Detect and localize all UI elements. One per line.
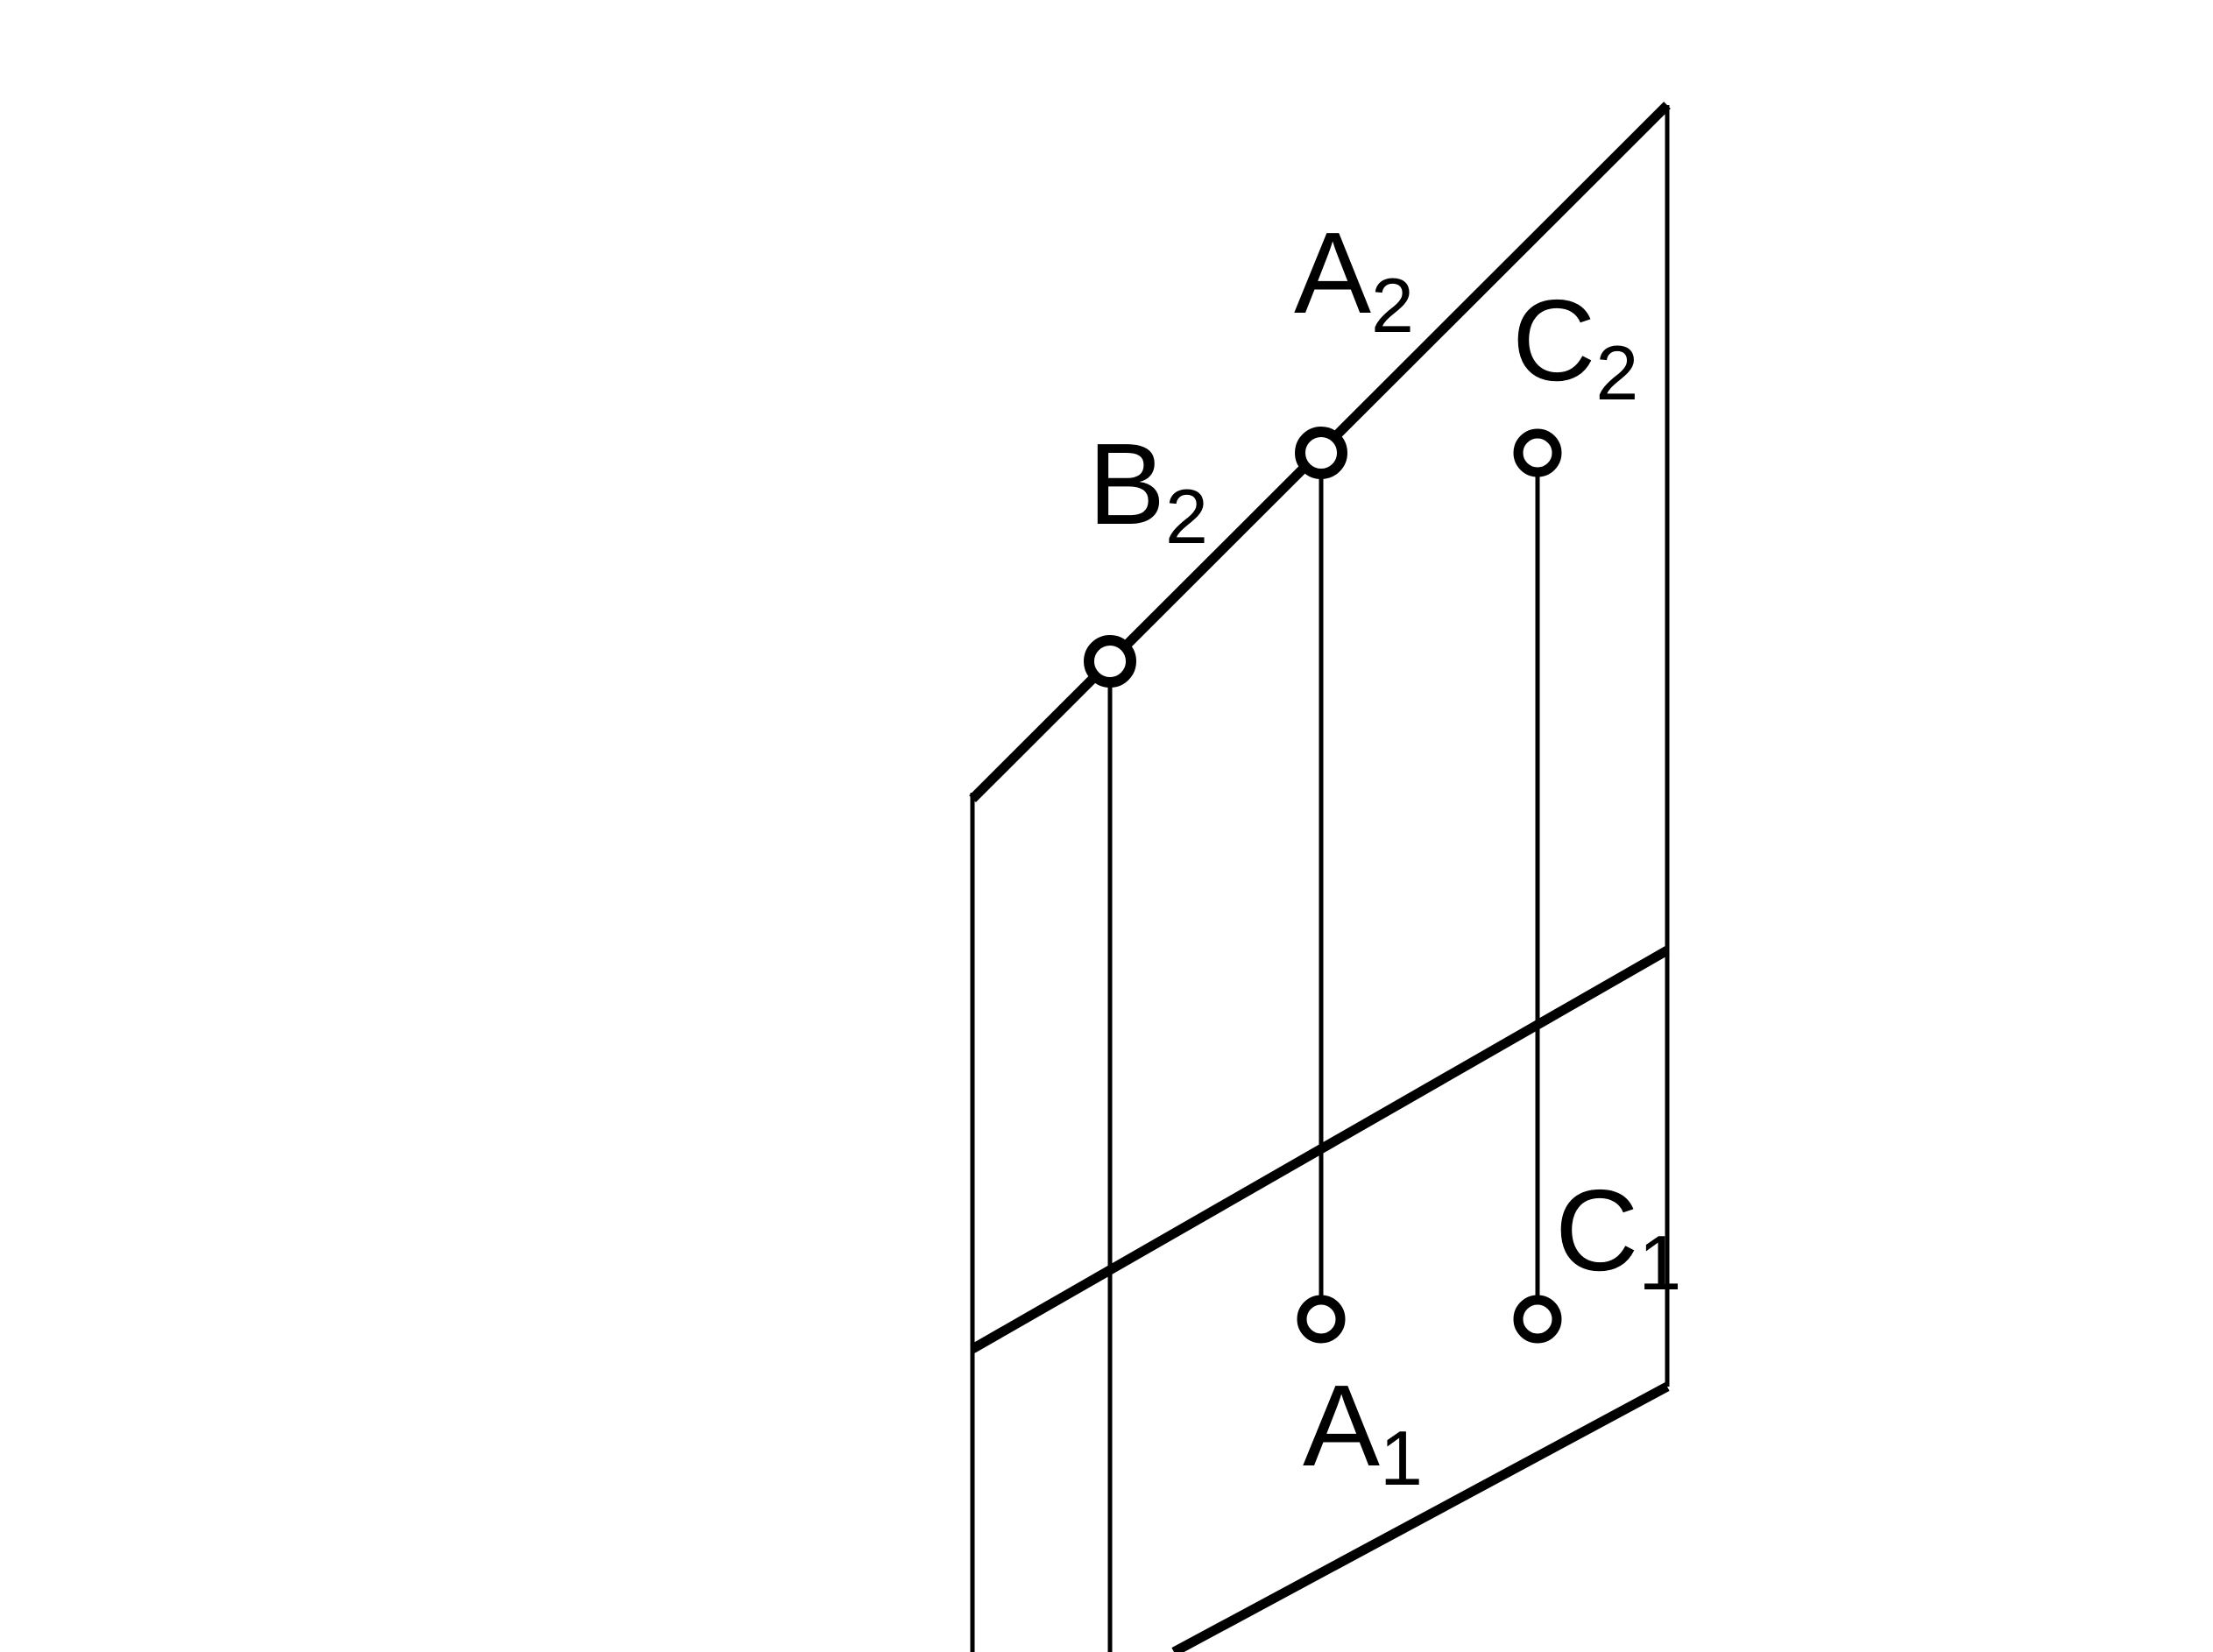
label-b2-main: B (1088, 420, 1165, 548)
point-a1-marker (1297, 1295, 1346, 1344)
label-c2: C2 (1512, 276, 1638, 416)
label-a1-main: A (1303, 1361, 1380, 1490)
label-a2-sub: 2 (1371, 262, 1414, 349)
label-b2: B2 (1088, 420, 1208, 560)
label-c2-main: C (1512, 276, 1595, 405)
label-c1: C1 (1555, 1166, 1681, 1306)
label-c1-sub: 1 (1638, 1219, 1681, 1306)
point-c2-marker (1513, 428, 1562, 477)
label-c1-main: C (1555, 1166, 1638, 1295)
label-a2-main: A (1294, 208, 1371, 337)
point-c1-marker (1513, 1295, 1562, 1344)
label-a2: A2 (1294, 208, 1414, 349)
label-b2-sub: 2 (1165, 473, 1208, 560)
point-b2-marker (1084, 635, 1136, 688)
point-a2-marker (1295, 427, 1347, 479)
lower-trace-line (1171, 1382, 1670, 1652)
label-c2-sub: 2 (1595, 329, 1638, 416)
label-a1-sub: 1 (1380, 1415, 1423, 1501)
label-a1: A1 (1303, 1361, 1423, 1501)
